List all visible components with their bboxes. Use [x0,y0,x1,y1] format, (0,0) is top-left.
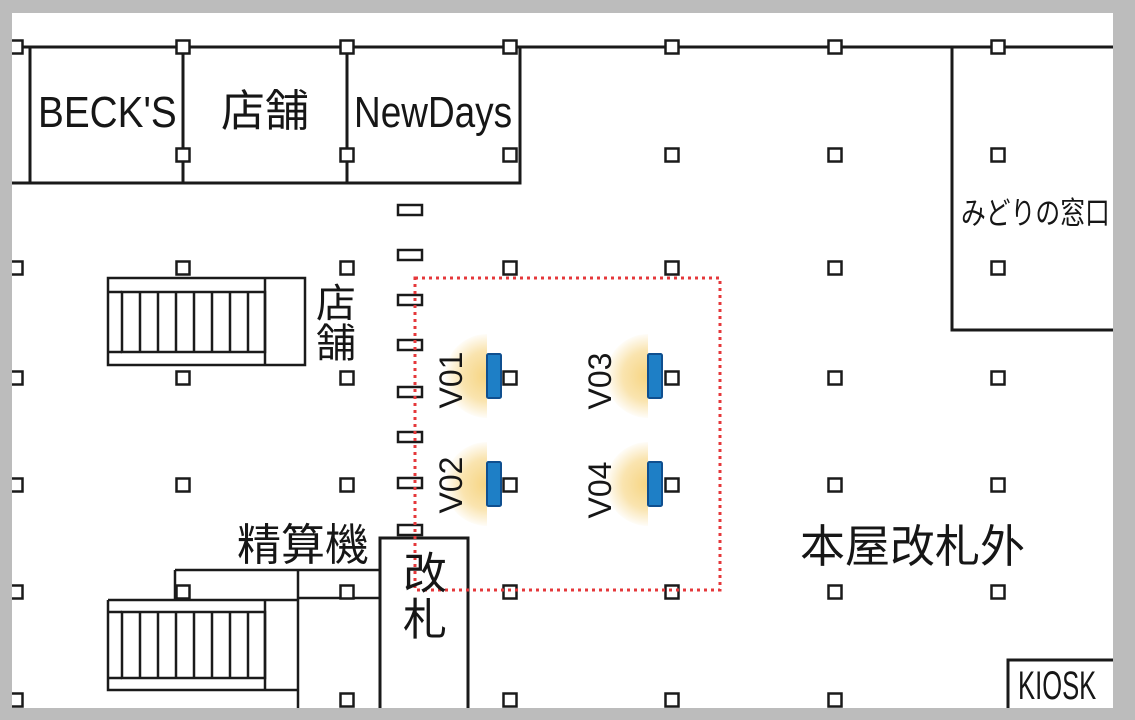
pillar [827,260,843,276]
pillar [339,584,355,600]
pillar [990,39,1006,55]
pillar [990,477,1006,493]
beacon-label-v01: V01 [433,351,469,409]
pillar [827,692,843,708]
ticket-gate-outline [378,536,470,708]
pillar [664,147,680,163]
map-background [12,13,1113,708]
pillar [175,370,191,386]
pillar [664,260,680,276]
fare-adjustment-machine-label: 精算機 [237,520,369,571]
pillar [827,584,843,600]
pillar [827,370,843,386]
gate-barrier [396,203,424,217]
pillar [175,147,191,163]
pillar [339,477,355,493]
pillar [664,370,680,386]
beacon-icon [486,461,502,507]
pillar [502,692,518,708]
gate-barrier [396,430,424,444]
pillar [990,584,1006,600]
beacon-icon [647,461,663,507]
ticket-office-label: みどりの窓口 [961,196,1110,232]
map-content [12,39,1113,708]
gate-barrier [396,385,424,399]
pillar [339,147,355,163]
shop-label-becks: BECK'S [38,88,177,137]
ticket-office-outline [950,47,1113,332]
pillar [339,39,355,55]
gate-barrier [396,293,424,307]
beacon-icon [486,353,502,399]
upper-staircase-steps [138,292,250,352]
beacon-v02 [445,442,502,526]
pillar [990,147,1006,163]
beacon-v04 [606,442,663,526]
shop-row-outline [12,47,522,185]
pillar [502,260,518,276]
pillar [502,584,518,600]
gate-barrier [396,523,424,537]
pillar [502,147,518,163]
ticket-gate-label: 改札 [395,550,446,642]
beacon-icon [647,353,663,399]
pillar [12,260,24,276]
pillar-grid [12,39,1006,708]
lower-staircase [106,568,380,708]
pillar [502,477,518,493]
beacon-label-v04: V04 [582,461,618,519]
beacon-signal-glow [445,442,487,526]
pillar [175,584,191,600]
beacon-v03 [606,334,663,418]
shop-label-newdays: NewDays [354,88,513,137]
pillar [502,370,518,386]
upper-staircase [106,276,307,367]
pillar [339,692,355,708]
beacon-label-v03: V03 [582,352,618,410]
beacon-coverage-zone [413,276,722,592]
pillar [12,584,24,600]
beacon-signal-glow [606,334,648,418]
pillar [664,584,680,600]
pillar [990,260,1006,276]
kiosk-label: KIOSK [1018,664,1097,708]
pillar [990,370,1006,386]
pillar [339,260,355,276]
pillar [12,370,24,386]
pillar [175,477,191,493]
beacon-signal-glow [606,442,648,526]
beacon-label-v02: V02 [433,456,469,514]
kiosk-outline [1006,658,1113,708]
pillar [175,39,191,55]
pillar [502,39,518,55]
beacon-v01 [445,334,502,418]
pillar [12,692,24,708]
pillar [827,147,843,163]
area-label: 本屋改札外 [800,520,1026,573]
pillar [664,692,680,708]
pillar [664,39,680,55]
pillar [827,39,843,55]
gate-barrier [396,338,424,352]
pillar [827,477,843,493]
gate-barrier [396,248,424,262]
shop-label-store: 店舗 [221,86,309,137]
pillar [12,477,24,493]
beacon-signal-glow [445,334,487,418]
pillar [175,260,191,276]
side-shop-label: 店舗 [309,282,355,362]
pillar [339,370,355,386]
gate-barrier-row [396,203,424,537]
pillar [664,477,680,493]
lower-staircase-steps [138,612,250,678]
pillar [12,39,24,55]
gate-barrier [396,476,424,490]
